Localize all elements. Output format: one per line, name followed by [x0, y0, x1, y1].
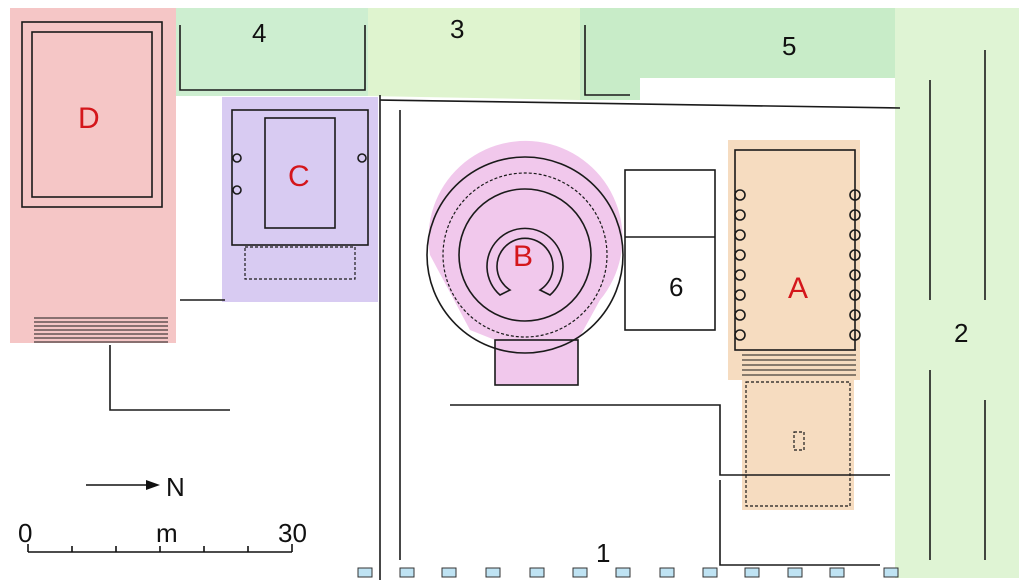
zone-a-altar	[793, 431, 805, 451]
area-5-label: 5	[782, 31, 796, 61]
scale-start-label: 0	[18, 518, 32, 548]
zone-c-column	[357, 153, 367, 163]
area-1-markers	[357, 567, 899, 578]
zone-a-label: A	[788, 272, 808, 305]
zone-c-label: C	[288, 160, 310, 193]
zone-d-fill	[10, 8, 176, 343]
zone-b-middle-ring	[442, 172, 608, 338]
room-6-wall	[624, 169, 716, 331]
area-4-fill	[175, 8, 368, 96]
area-1-label: 1	[596, 538, 610, 568]
scale-unit-label: m	[156, 518, 178, 548]
zone-c-column	[232, 185, 242, 195]
zone-d-inner-wall	[31, 31, 153, 198]
zone-c-fill	[222, 97, 378, 302]
area-5-fill	[580, 8, 895, 100]
zone-b-entrance	[494, 339, 579, 386]
zone-c-inner-wall	[264, 117, 336, 229]
area-3-fill	[368, 8, 580, 100]
zone-b-inner-ring	[458, 188, 592, 322]
north-arrow-label: N	[166, 472, 185, 502]
zone-a-forecourt	[745, 381, 851, 507]
area-4-label: 4	[252, 18, 266, 48]
area-6-label: 6	[669, 272, 683, 302]
zone-a-colonnade	[734, 189, 861, 341]
zone-d-steps	[34, 317, 168, 343]
zone-b-apse	[486, 227, 564, 296]
zone-a-forecourt-fill	[742, 380, 854, 510]
zone-d-label: D	[78, 102, 100, 135]
zone-d-wall	[21, 21, 163, 208]
area-3-label: 3	[450, 14, 464, 44]
scale-bar	[27, 544, 293, 553]
zone-c-wall	[231, 109, 369, 246]
zone-b-label: B	[513, 240, 533, 273]
scale-end-label: 30	[278, 518, 307, 548]
zone-c-column	[232, 153, 242, 163]
site-walls	[109, 25, 986, 580]
zone-a-steps	[742, 349, 856, 376]
area-2-fill	[895, 8, 1019, 578]
zone-a-fill	[728, 140, 860, 380]
area-2-label: 2	[954, 318, 968, 348]
north-arrow-head-icon	[146, 480, 160, 490]
zone-c-podium	[244, 246, 356, 280]
zone-b-outer-ring	[426, 156, 624, 354]
zone-b-fill	[428, 140, 623, 385]
